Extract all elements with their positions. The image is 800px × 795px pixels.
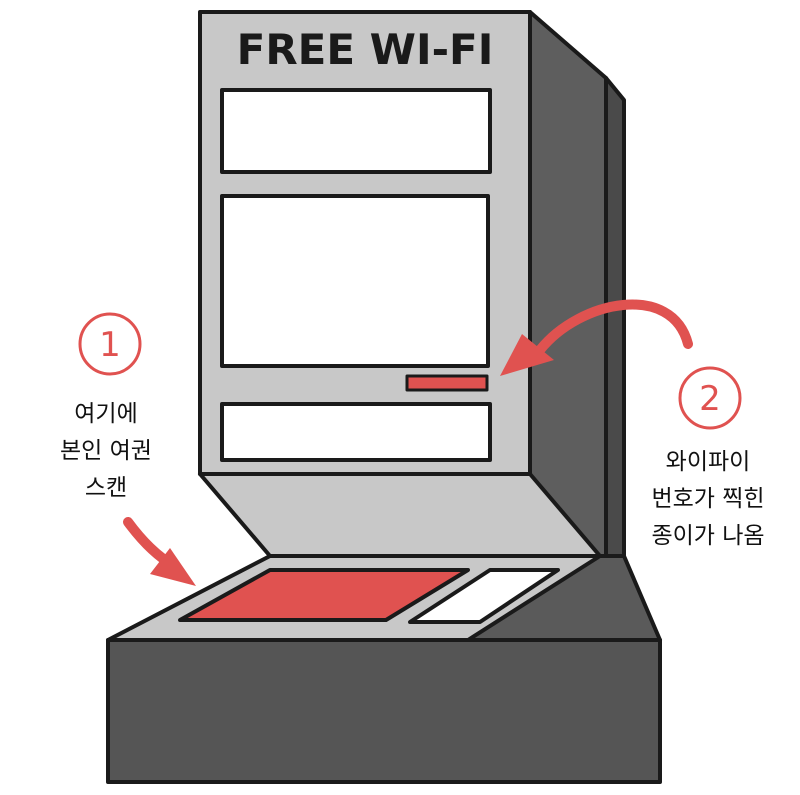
kiosk-side-panel — [528, 10, 608, 558]
kiosk-title: FREE WI-FI — [237, 25, 494, 74]
step-2-caption: 와이파이 번호가 찍힌 종이가 나옴 — [618, 444, 798, 555]
step-1-caption-line-2: 본인 여권 — [60, 438, 152, 464]
passport-scanner-pad — [178, 568, 470, 622]
step-2-caption-line-1: 와이파이 — [665, 449, 751, 475]
step-2-arrowhead — [500, 334, 554, 376]
step-2-arrow — [535, 299, 693, 355]
step-2-caption-line-3: 종이가 나옴 — [651, 523, 765, 549]
ticket-output-tray — [408, 568, 560, 624]
step-1-caption: 여기에 본인 여권 스캔 — [18, 396, 194, 507]
step-2-number: 2 — [699, 379, 721, 419]
kiosk-top-screen — [220, 88, 492, 174]
ticket-slot — [405, 374, 489, 392]
kiosk-base-front — [106, 638, 662, 784]
step-1-caption-line-3: 스캔 — [84, 475, 128, 501]
step-1-caption-line-1: 여기에 — [74, 401, 138, 427]
step-1-circle — [78, 312, 142, 376]
kiosk-main-screen — [220, 194, 490, 368]
step-2-circle — [678, 366, 742, 430]
step-1-arrowhead — [150, 548, 196, 586]
step-1-number: 1 — [99, 325, 121, 365]
kiosk-bottom-screen — [220, 402, 492, 462]
step-2-caption-line-2: 번호가 찍힌 — [651, 486, 765, 512]
kiosk-lower-front — [198, 472, 602, 558]
